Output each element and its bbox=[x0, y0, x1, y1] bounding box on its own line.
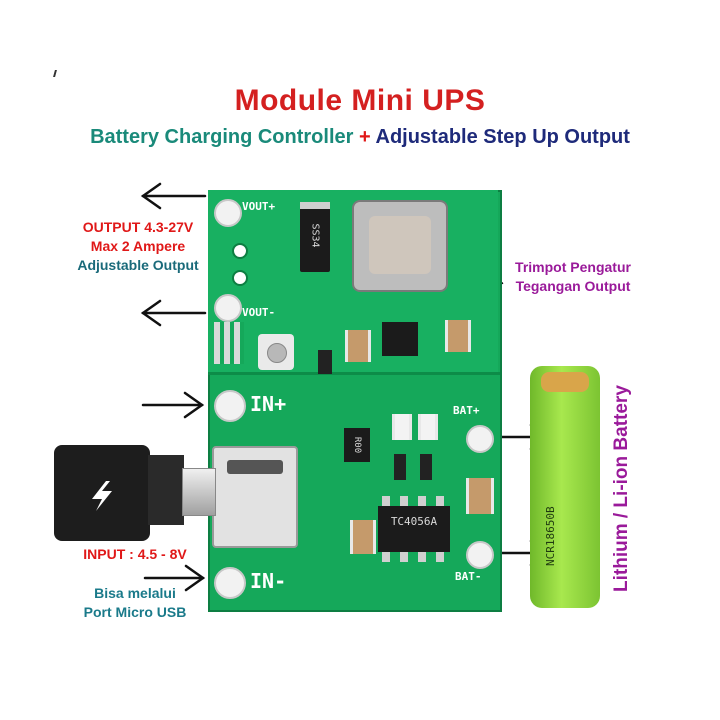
inductor bbox=[352, 200, 448, 292]
trimpot-label-line2: Tegangan Output bbox=[515, 278, 631, 294]
capacitor bbox=[445, 320, 471, 352]
trimpot-knob bbox=[267, 343, 287, 363]
input-spec: INPUT : 4.5 - 8V Bisa melalui Port Micro… bbox=[60, 545, 210, 622]
charger-ic-pins-bottom bbox=[382, 552, 446, 562]
smd-resistor bbox=[420, 454, 432, 480]
in-minus-pad bbox=[214, 567, 246, 599]
input-note-line2: Port Micro USB bbox=[83, 604, 187, 620]
battery-label: Lithium / Li-ion Battery bbox=[611, 385, 632, 592]
battery-print: NCR18650B bbox=[544, 506, 557, 566]
subtitle-plus: + bbox=[358, 126, 371, 148]
input-note-line1: Bisa melalui bbox=[94, 585, 176, 601]
usb-cable bbox=[54, 445, 150, 541]
resistor-code: R00 bbox=[352, 436, 362, 454]
bat-plus-label: BAT+ bbox=[453, 404, 480, 417]
in-plus-pad bbox=[214, 390, 246, 422]
usb-plug-metal bbox=[182, 468, 216, 516]
output-current-text: Max 2 Ampere bbox=[90, 238, 186, 254]
output-spec: OUTPUT 4.3-27V Max 2 Ampere Adjustable O… bbox=[58, 218, 218, 275]
lightning-bolt-icon bbox=[92, 481, 112, 511]
test-pads bbox=[214, 322, 244, 364]
charger-ic-code: TC4056A bbox=[390, 515, 438, 528]
vout-plus-label: VOUT+ bbox=[242, 200, 276, 213]
input-voltage-text: INPUT : 4.5 - 8V bbox=[83, 546, 187, 562]
inductor-core bbox=[369, 216, 431, 274]
trimpot-label: Trimpot Pengatur Tegangan Output bbox=[498, 258, 648, 296]
output-adjustable-text: Adjustable Output bbox=[77, 257, 199, 273]
smd-resistor bbox=[318, 350, 332, 374]
led bbox=[418, 414, 438, 440]
battery-top-cap bbox=[541, 372, 589, 392]
boost-ic bbox=[382, 322, 418, 356]
smd-resistor bbox=[394, 454, 406, 480]
diode-band bbox=[300, 202, 330, 209]
in-plus-label: IN+ bbox=[250, 392, 287, 416]
trimpot bbox=[258, 334, 294, 370]
trimpot-label-line1: Trimpot Pengatur bbox=[515, 259, 631, 275]
charger-ic: TC4056A bbox=[378, 506, 450, 552]
arrow-right-icon bbox=[141, 391, 205, 419]
output-voltage-text: OUTPUT 4.3-27V bbox=[82, 219, 194, 235]
bat-plus-pad bbox=[466, 425, 494, 453]
in-minus-label: IN- bbox=[250, 569, 287, 593]
vout-minus-pad bbox=[214, 294, 242, 322]
battery-18650: NCR18650B bbox=[530, 366, 600, 608]
usb-cable-neck bbox=[148, 455, 184, 525]
bat-minus-label: BAT- bbox=[455, 570, 482, 583]
page-title: Module Mini UPS bbox=[234, 84, 486, 117]
subtitle-part1: Battery Charging Controller bbox=[90, 126, 354, 148]
micro-usb-opening bbox=[227, 460, 283, 474]
subtitle-part2: Adjustable Step Up Output bbox=[375, 126, 630, 148]
charger-ic-pins-top bbox=[382, 496, 446, 506]
vout-pad-hole bbox=[232, 270, 248, 286]
diode-code: SS34 bbox=[309, 223, 321, 248]
vout-plus-pad bbox=[214, 199, 242, 227]
arrow-right-icon bbox=[143, 564, 206, 592]
capacitor bbox=[466, 478, 494, 514]
pcb-divider bbox=[208, 372, 500, 375]
micro-usb-port bbox=[212, 446, 298, 548]
subtitle: Battery Charging Controller + Adjustable… bbox=[0, 126, 720, 149]
capacitor bbox=[350, 520, 376, 554]
bat-minus-pad bbox=[466, 541, 494, 569]
vout-minus-label: VOUT- bbox=[242, 306, 276, 319]
arrow-left-icon bbox=[140, 299, 207, 327]
resistor-r00: R00 bbox=[344, 428, 370, 462]
capacitor bbox=[345, 330, 371, 362]
vout-pad-hole bbox=[232, 243, 248, 259]
led bbox=[392, 414, 412, 440]
diode: SS34 bbox=[300, 202, 330, 272]
arrow-left-icon bbox=[140, 182, 207, 210]
